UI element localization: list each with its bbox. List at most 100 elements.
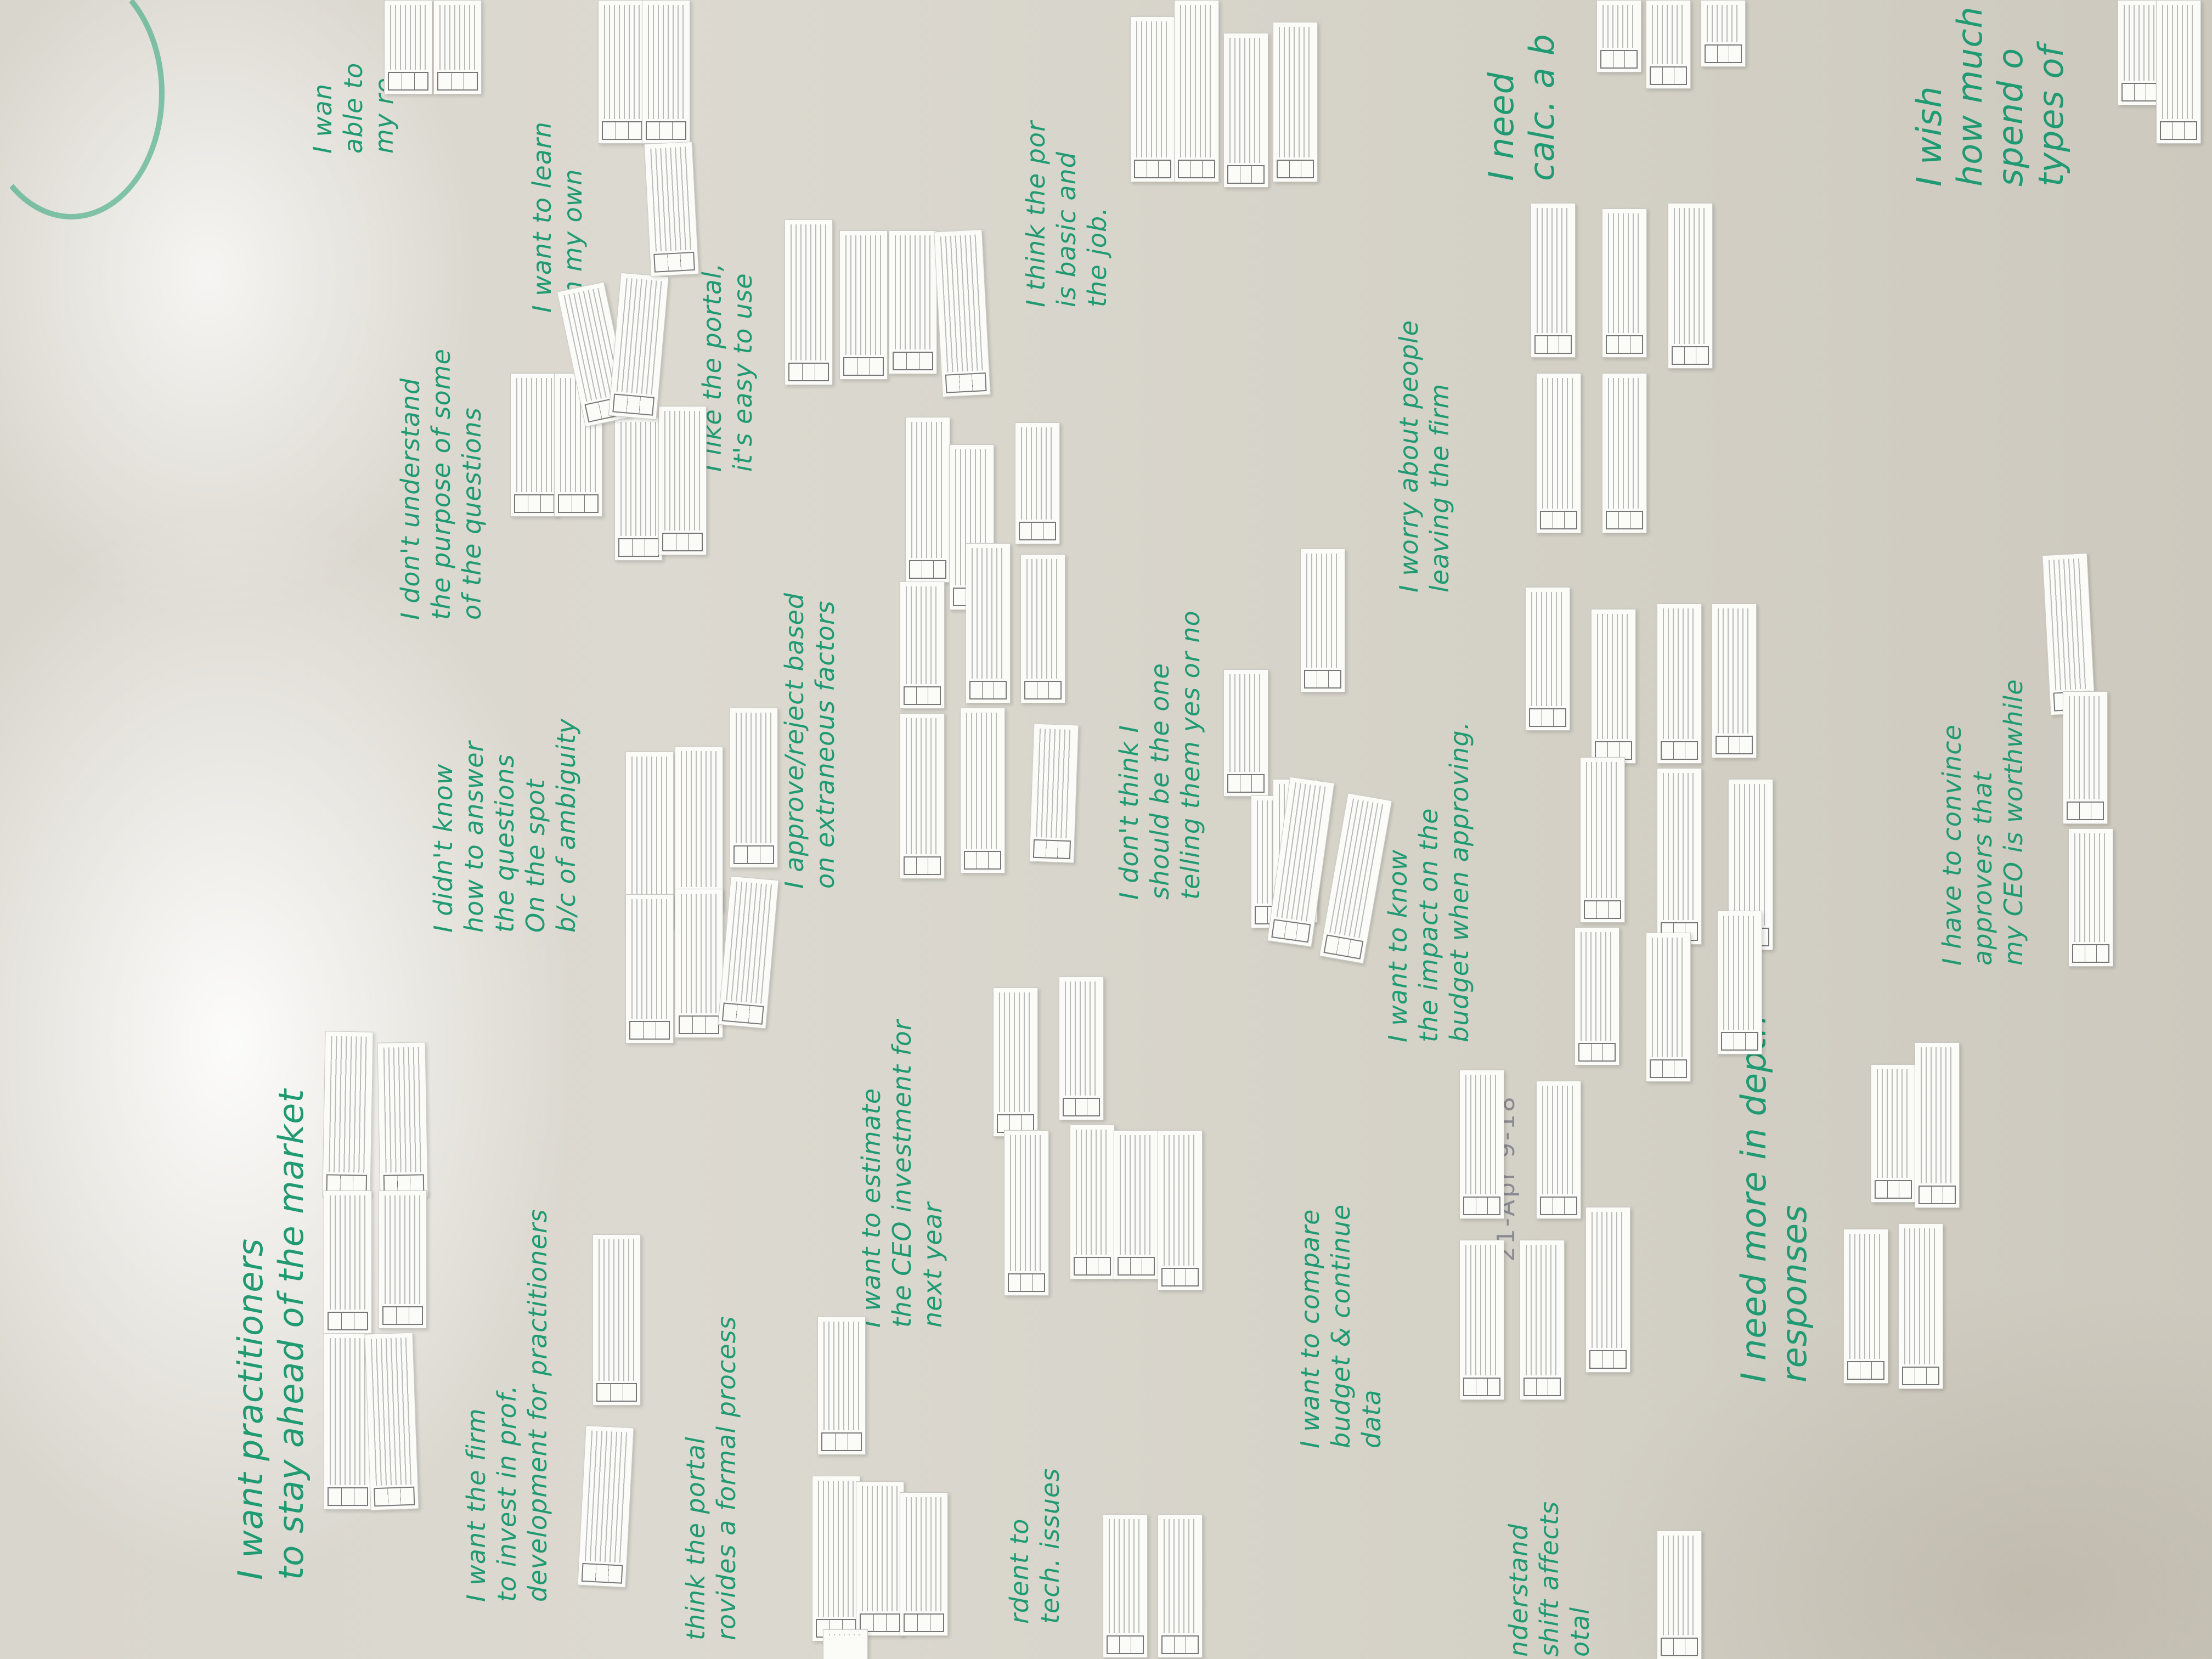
quote-strip [384,0,432,94]
quote-strip [510,373,558,517]
quote-strip [900,713,945,879]
quote-strip [598,0,646,144]
quote-strip [1029,723,1079,864]
quote-strip [960,708,1005,873]
quote-strip [324,1333,372,1510]
board-logo-arc [0,0,165,219]
quote-strip [1602,373,1647,533]
heading-in-depth-responses: I need more in depth responses [1734,1014,1814,1383]
quote-strip [675,746,723,912]
quote-strip [823,1629,868,1659]
heading-extraneous-factors: I approve/reject based on extraneous fac… [780,592,840,889]
quote-strip [1646,0,1691,89]
quote-strip [1717,911,1762,1054]
quote-strip [1158,1130,1203,1290]
quote-strip [1898,1223,1943,1389]
heading-need-calc: I need calc. a b [1481,33,1562,181]
heading-learn-own: I want to learn on my own [527,121,588,313]
quote-strip [658,406,707,555]
quote-strip [900,1492,948,1636]
quote-strip [1843,1229,1888,1384]
heading-tech-issues: rdent to tech. issues [1005,1468,1065,1624]
heading-compare-budget: I want to compare budget & continue data [1295,1204,1386,1448]
quote-strip [856,1481,904,1636]
quote-strip [1536,1081,1581,1219]
quote-strip [1871,1064,1916,1203]
quote-strip [1596,0,1641,72]
quote-strip [675,889,723,1038]
quote-strip [993,988,1038,1137]
quote-strip [966,543,1011,703]
quote-strip [1580,757,1625,923]
quote-strip [364,1332,419,1511]
quote-strip [1059,977,1104,1120]
quote-strip [1915,1042,1960,1208]
heading-convince-approvers: I have to convince approvers that my CEO… [1937,679,2028,966]
quote-strip [644,141,699,277]
heading-wish-spend: I wish how much spend o types of [1909,6,2071,187]
quote-strip [839,230,888,380]
heading-shift-affects: nderstand shift affects otal [1504,1501,1595,1657]
quote-strip [608,272,669,420]
quote-strip [1020,554,1065,703]
heading-didnt-know-answer: I didn't know how to answer the question… [428,718,581,933]
quote-strip [1575,927,1620,1065]
quote-strip [1701,0,1746,67]
quote-strip [1531,203,1576,358]
quote-strip [1114,1130,1159,1279]
heading-not-the-one: I don't think I should be the one tellin… [1114,610,1205,900]
quote-strip [322,1031,374,1198]
quote-strip [1158,1514,1203,1658]
quote-strip [1646,933,1691,1082]
quote-strip [1103,1514,1148,1658]
quote-strip [1602,208,1647,358]
quote-strip [324,1190,372,1334]
quote-strip [1223,669,1268,797]
quote-strip [642,0,690,144]
quote-strip [577,1425,634,1588]
quote-strip [377,1042,428,1198]
quote-strip [730,708,778,868]
heading-purpose-questions: I don't understand the purpose of some o… [396,348,487,620]
quote-strip [889,230,937,374]
quote-strip [1668,203,1713,369]
quote-strip [2156,0,2201,144]
heading-formal-process: think the portal rovides a formal proces… [681,1316,741,1640]
quote-strip [1015,422,1060,544]
quote-strip [2063,691,2108,824]
quote-strip [1004,1130,1049,1296]
quote-strip [614,417,663,561]
heading-invest-prof-dev: I want the firm to invest in prof. devel… [461,1209,552,1602]
quote-strip [592,1234,641,1406]
quote-strip [1591,609,1636,764]
quote-strip [1174,0,1219,182]
quote-strip [1712,603,1757,758]
quote-strip [1070,1125,1115,1279]
quote-strip [1536,373,1581,533]
quote-strip [1585,1207,1630,1373]
quote-strip [1130,16,1175,182]
heading-people-leaving: I worry about people leaving the firm [1394,320,1454,592]
quote-strip [817,1317,866,1455]
heading-budget-impact: I want to know the impact on the budget … [1383,721,1474,1042]
quote-strip [1300,549,1345,692]
quote-strip [785,219,833,385]
quote-strip [718,876,779,1029]
quote-strip [625,894,674,1043]
heading-stay-ahead: I want practitioners to stay ahead of th… [230,1088,311,1580]
quote-strip [1459,1070,1504,1219]
quote-strip [812,1476,860,1641]
quote-strip [2068,828,2113,967]
quote-strip [1459,1240,1504,1400]
heading-estimate-ceo: I want to estimate the CEO investment fo… [856,1019,947,1328]
quote-strip [379,1190,427,1329]
quote-strip [1657,603,1702,764]
quote-strip [900,582,945,709]
quote-strip [1223,33,1268,188]
quote-strip [905,417,950,583]
quote-strip [934,229,991,398]
quote-strip [2118,0,2163,105]
quote-strip [433,0,482,94]
quote-strip [1525,587,1570,731]
